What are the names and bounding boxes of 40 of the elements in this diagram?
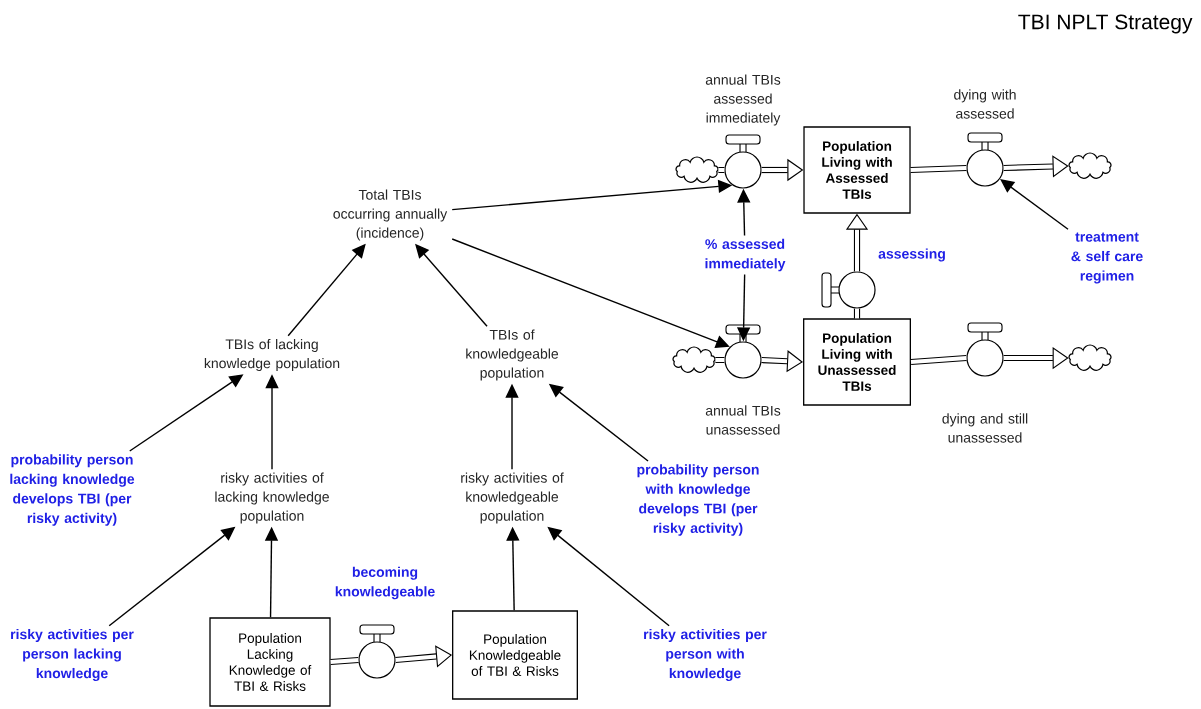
- variable-label: risky activities of lacking knowledge population: [215, 472, 329, 524]
- flow-pipe: [330, 656, 359, 666]
- variable-label: TBIs of lacking knowledge population: [204, 339, 340, 372]
- valve-symbol: [966, 132, 1004, 187]
- flow-pipe: [910, 164, 967, 174]
- variable-label: TBIs of knowledgeable population: [466, 329, 559, 381]
- parameter-label: treatment & self care regimen: [1071, 232, 1143, 284]
- parameter-label: % assessed immediately: [705, 238, 786, 272]
- parameter-label: risky activities per person with knowledge: [644, 628, 767, 682]
- valve-symbol: [821, 271, 876, 309]
- parameter-label: probability person with knowledge develops TBI (per risky activity): [637, 464, 759, 536]
- flow-label: assessing: [878, 248, 945, 262]
- valve-symbol: [724, 324, 762, 379]
- valve-symbol: [358, 624, 396, 679]
- stock-box: Population Living with Assessed TBIs: [803, 126, 911, 214]
- flow-label: annual TBIs unassessed: [705, 405, 781, 435]
- flow-label: dying and still unassessed: [942, 413, 1028, 443]
- flow-pipe: [715, 356, 725, 364]
- parameter-label: probability person lacking knowledge develops TBI (per risky activity): [10, 454, 135, 526]
- parameter-label: risky activities per person lacking knowledge: [11, 628, 134, 682]
- stock-box: Population Lacking Knowledge of TBI & Risks: [209, 617, 331, 707]
- variable-label: Total TBIs occurring annually (incidence): [333, 189, 448, 241]
- variable-label: risky activities of knowledgeable population: [461, 472, 564, 524]
- flow-pipe: [910, 354, 967, 366]
- cloud-symbol: [672, 346, 716, 373]
- cloud-symbol: [675, 156, 719, 183]
- valve-symbol: [724, 134, 762, 189]
- flow-pipe: [853, 308, 861, 319]
- stock-box: Population Living with Unassessed TBIs: [803, 318, 911, 406]
- cloud-symbol: [1068, 344, 1112, 371]
- valve-symbol: [966, 322, 1004, 377]
- flow-label: annual TBIs assessed immediately: [705, 74, 781, 126]
- cloud-symbol: [1068, 152, 1112, 179]
- flow-label: dying with assessed: [954, 89, 1016, 119]
- flow-label: becoming knowledgeable: [335, 566, 435, 600]
- stock-box: Population Knowledgeable of TBI & Risks: [452, 610, 578, 700]
- arrow: [1000, 179, 1069, 230]
- flow-pipe: [718, 166, 725, 174]
- flow-pipe: [1003, 155, 1069, 178]
- title: TBI NPLT Strategy: [1018, 14, 1193, 34]
